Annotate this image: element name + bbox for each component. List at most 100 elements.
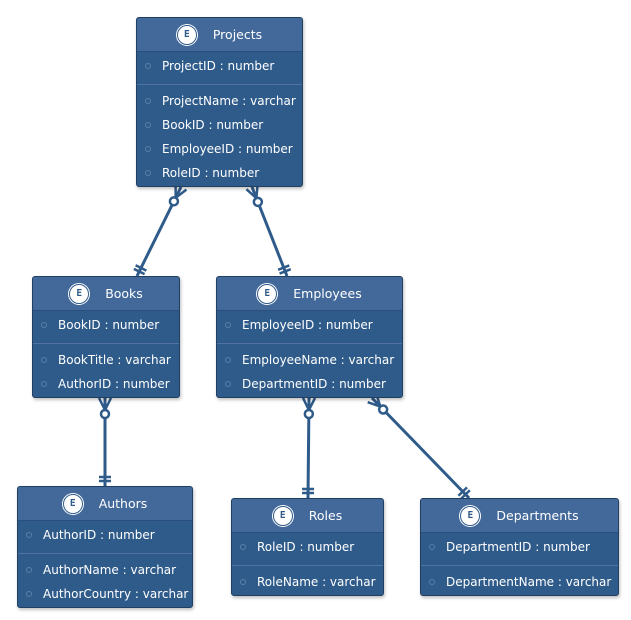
attribute-icon <box>145 146 151 152</box>
crows-foot-mark <box>245 188 258 200</box>
attribute-icon <box>225 381 231 387</box>
attribute-row: AuthorCountry : varchar <box>18 582 192 606</box>
attribute-label: RoleName : varchar <box>257 575 376 589</box>
crows-foot-mark <box>174 188 188 199</box>
relationship-projects-books <box>133 184 188 277</box>
attribute-label: AuthorCountry : varchar <box>43 587 189 601</box>
attributes: ProjectName : varchar BookID : number Em… <box>137 85 302 186</box>
entity-employees[interactable]: E Employees EmployeeID : number Employee… <box>216 276 403 398</box>
one-mark <box>457 486 468 497</box>
one-mark <box>277 264 290 271</box>
attribute-row: EmployeeID : number <box>137 137 302 161</box>
attribute-icon <box>41 357 47 363</box>
attribute-icon <box>145 170 151 176</box>
attribute-label: RoleID : number <box>162 166 260 180</box>
entity-name: Roles <box>308 508 343 523</box>
attribute-label: BookID : number <box>58 318 160 332</box>
key-attributes: ProjectID : number <box>137 52 302 85</box>
attribute-row: AuthorName : varchar <box>18 558 192 582</box>
entity-icon: E <box>176 24 197 45</box>
attribute-icon <box>145 122 151 128</box>
attribute-label: EmployeeID : number <box>242 318 373 332</box>
entity-icon: E <box>460 505 481 526</box>
entity-books[interactable]: E Books BookID : number BookTitle : varc… <box>32 276 180 398</box>
attribute-label: DepartmentID : number <box>446 540 590 554</box>
crows-foot-mark <box>255 184 259 199</box>
attribute-label: DepartmentName : varchar <box>446 575 612 589</box>
attribute-row: DepartmentID : number <box>421 535 618 559</box>
attribute-icon <box>429 579 435 585</box>
attribute-icon <box>41 381 47 387</box>
attribute-icon <box>26 591 32 597</box>
zero-mark <box>377 404 389 415</box>
attribute-label: RoleID : number <box>257 540 355 554</box>
attribute-label: AuthorName : varchar <box>43 563 177 577</box>
attribute-icon <box>240 544 246 550</box>
attributes: AuthorName : varchar AuthorCountry : var… <box>18 554 192 607</box>
attribute-icon <box>26 532 32 538</box>
relationship-books-authors <box>97 397 113 486</box>
attribute-label: AuthorID : number <box>43 528 155 542</box>
attribute-label: AuthorID : number <box>58 377 170 391</box>
attribute-label: EmployeeName : varchar <box>242 353 395 367</box>
crows-foot-mark <box>97 397 107 411</box>
one-mark <box>279 267 292 275</box>
relationship-employees-departments <box>367 393 471 500</box>
zero-mark <box>168 196 180 207</box>
entity-name: Books <box>105 286 143 301</box>
attribute-icon <box>145 63 151 69</box>
attribute-row: BookTitle : varchar <box>33 348 179 372</box>
entity-name: Projects <box>212 27 263 42</box>
attributes: RoleName : varchar <box>232 566 383 595</box>
relationship-employees-roles <box>301 397 317 499</box>
attribute-icon <box>225 322 231 328</box>
zero-mark <box>99 408 111 420</box>
attributes: DepartmentName : varchar <box>421 566 618 595</box>
attribute-row: DepartmentName : varchar <box>421 570 618 594</box>
attribute-label: DepartmentID : number <box>242 377 386 391</box>
attributes: BookTitle : varchar AuthorID : number <box>33 344 179 397</box>
attribute-row: RoleID : number <box>137 161 302 185</box>
entity-icon: E <box>69 283 90 304</box>
entity-header: E Departments <box>421 499 618 533</box>
attribute-icon <box>429 544 435 550</box>
zero-mark <box>303 408 315 420</box>
attribute-row: DepartmentID : number <box>217 372 402 396</box>
entity-authors[interactable]: E Authors AuthorID : number AuthorName :… <box>17 486 193 608</box>
attribute-row: ProjectName : varchar <box>137 89 302 113</box>
attribute-label: BookID : number <box>162 118 264 132</box>
attributes: EmployeeName : varchar DepartmentID : nu… <box>217 344 402 397</box>
attribute-row: EmployeeName : varchar <box>217 348 402 372</box>
attribute-icon <box>225 357 231 363</box>
one-mark <box>135 264 147 272</box>
one-mark <box>133 267 146 276</box>
key-attributes: DepartmentID : number <box>421 533 618 566</box>
attribute-row: BookID : number <box>33 313 179 337</box>
entity-projects[interactable]: E Projects ProjectID : number ProjectNam… <box>136 17 303 187</box>
attribute-icon <box>145 98 151 104</box>
key-attributes: AuthorID : number <box>18 521 192 554</box>
entity-name: Departments <box>496 508 579 523</box>
attribute-row: ProjectID : number <box>137 54 302 78</box>
crows-foot-mark <box>367 400 381 408</box>
entity-icon: E <box>272 505 293 526</box>
attribute-row: RoleName : varchar <box>232 570 383 594</box>
entity-departments[interactable]: E Departments DepartmentID : number Depa… <box>420 498 619 596</box>
key-attributes: BookID : number <box>33 311 179 344</box>
attribute-row: AuthorID : number <box>18 523 192 547</box>
entity-icon: E <box>257 283 278 304</box>
attribute-icon <box>240 579 246 585</box>
attribute-label: BookTitle : varchar <box>58 353 171 367</box>
crows-foot-mark <box>301 397 311 411</box>
attribute-label: EmployeeID : number <box>162 142 293 156</box>
entity-roles[interactable]: E Roles RoleID : number RoleName : varch… <box>231 498 384 596</box>
entity-header: E Books <box>33 277 179 311</box>
zero-mark <box>252 196 264 208</box>
attribute-row: BookID : number <box>137 113 302 137</box>
attribute-label: ProjectName : varchar <box>162 94 296 108</box>
attribute-row: RoleID : number <box>232 535 383 559</box>
entity-header: E Projects <box>137 18 302 52</box>
crows-foot-mark <box>307 397 317 411</box>
key-attributes: RoleID : number <box>232 533 383 566</box>
